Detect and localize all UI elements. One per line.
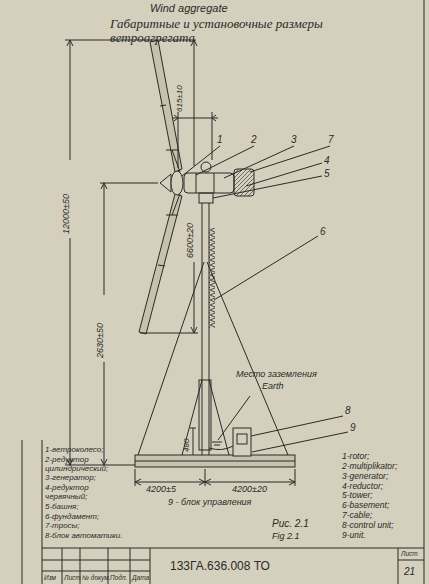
title-block-cell: Лист: [64, 574, 81, 581]
title-block-cell: Дата: [132, 574, 149, 581]
callout-number: 2: [251, 134, 257, 145]
dimension-label: 480: [183, 439, 192, 452]
dimension-label: 2630±50: [96, 323, 106, 358]
parts-list-item: 7-cable;: [342, 511, 372, 520]
parts-list-item: 3-генератор;: [45, 474, 131, 483]
title-block-cell: Подп.: [110, 574, 127, 581]
figure-caption-en: Fig 2.1: [272, 532, 300, 542]
document-code: 133ГА.636.008 ТО: [170, 560, 270, 573]
callout-number: 3: [291, 134, 297, 145]
dimension-label: 12000±50: [62, 194, 72, 234]
parts-list-item: 9-unit.: [342, 531, 366, 540]
parts-list-item: 2-редуктор цилиндрический;: [45, 456, 131, 474]
parts-list-item: 5-башня;: [45, 503, 131, 512]
title-block-cell: Изм: [44, 574, 56, 581]
title-block-cell: 21: [404, 566, 415, 577]
parts-list-item: 8-control unit;: [342, 521, 394, 530]
parts-list-item: 7-тросы;: [45, 522, 131, 531]
callout-number: 6: [320, 226, 326, 237]
callout-number: 5: [324, 168, 330, 179]
dimension-label: 6600±20: [186, 223, 196, 258]
parts-list-item: 4-редуктор червячный;: [45, 484, 131, 502]
note-label: Wind aggregate: [150, 2, 228, 14]
callout-number: 8: [345, 405, 351, 416]
title-block-cell: № докум.: [82, 574, 111, 581]
parts-list-item: 3-generator;: [342, 472, 388, 481]
dimension-label: 4200±20: [232, 485, 267, 495]
drawing-title: Габаритные и установочные размеры ветроа…: [110, 17, 350, 46]
note-label: Earth: [262, 382, 284, 392]
callout-number: 1: [217, 134, 223, 145]
callout-number: 7: [328, 134, 334, 145]
title-block-cell: Лист: [401, 550, 418, 557]
callout-number: 4: [324, 155, 330, 166]
parts-list-item: 1-ветроколесо;: [45, 446, 131, 455]
callout-number: 9: [350, 422, 356, 433]
dimension-label: 4200±5: [146, 485, 176, 495]
figure-caption: Рис. 2.1: [272, 518, 309, 529]
parts-list-item: 6-basement;: [342, 501, 389, 510]
parts-list-item: 8-блок автоматики.: [45, 532, 131, 541]
note-label: 9 - блок управления: [168, 498, 251, 508]
parts-list-item: 2-multiplikator;: [342, 462, 397, 471]
parts-list-item: 1-rotor;: [342, 452, 369, 461]
parts-list-item: 5-tower;: [342, 491, 373, 500]
dimension-label: 615±10: [176, 85, 185, 112]
note-label: Место заземления: [236, 370, 317, 380]
parts-list-item: 6-фундамент;: [45, 513, 131, 522]
parts-list-item: 4-reductor;: [342, 482, 383, 491]
